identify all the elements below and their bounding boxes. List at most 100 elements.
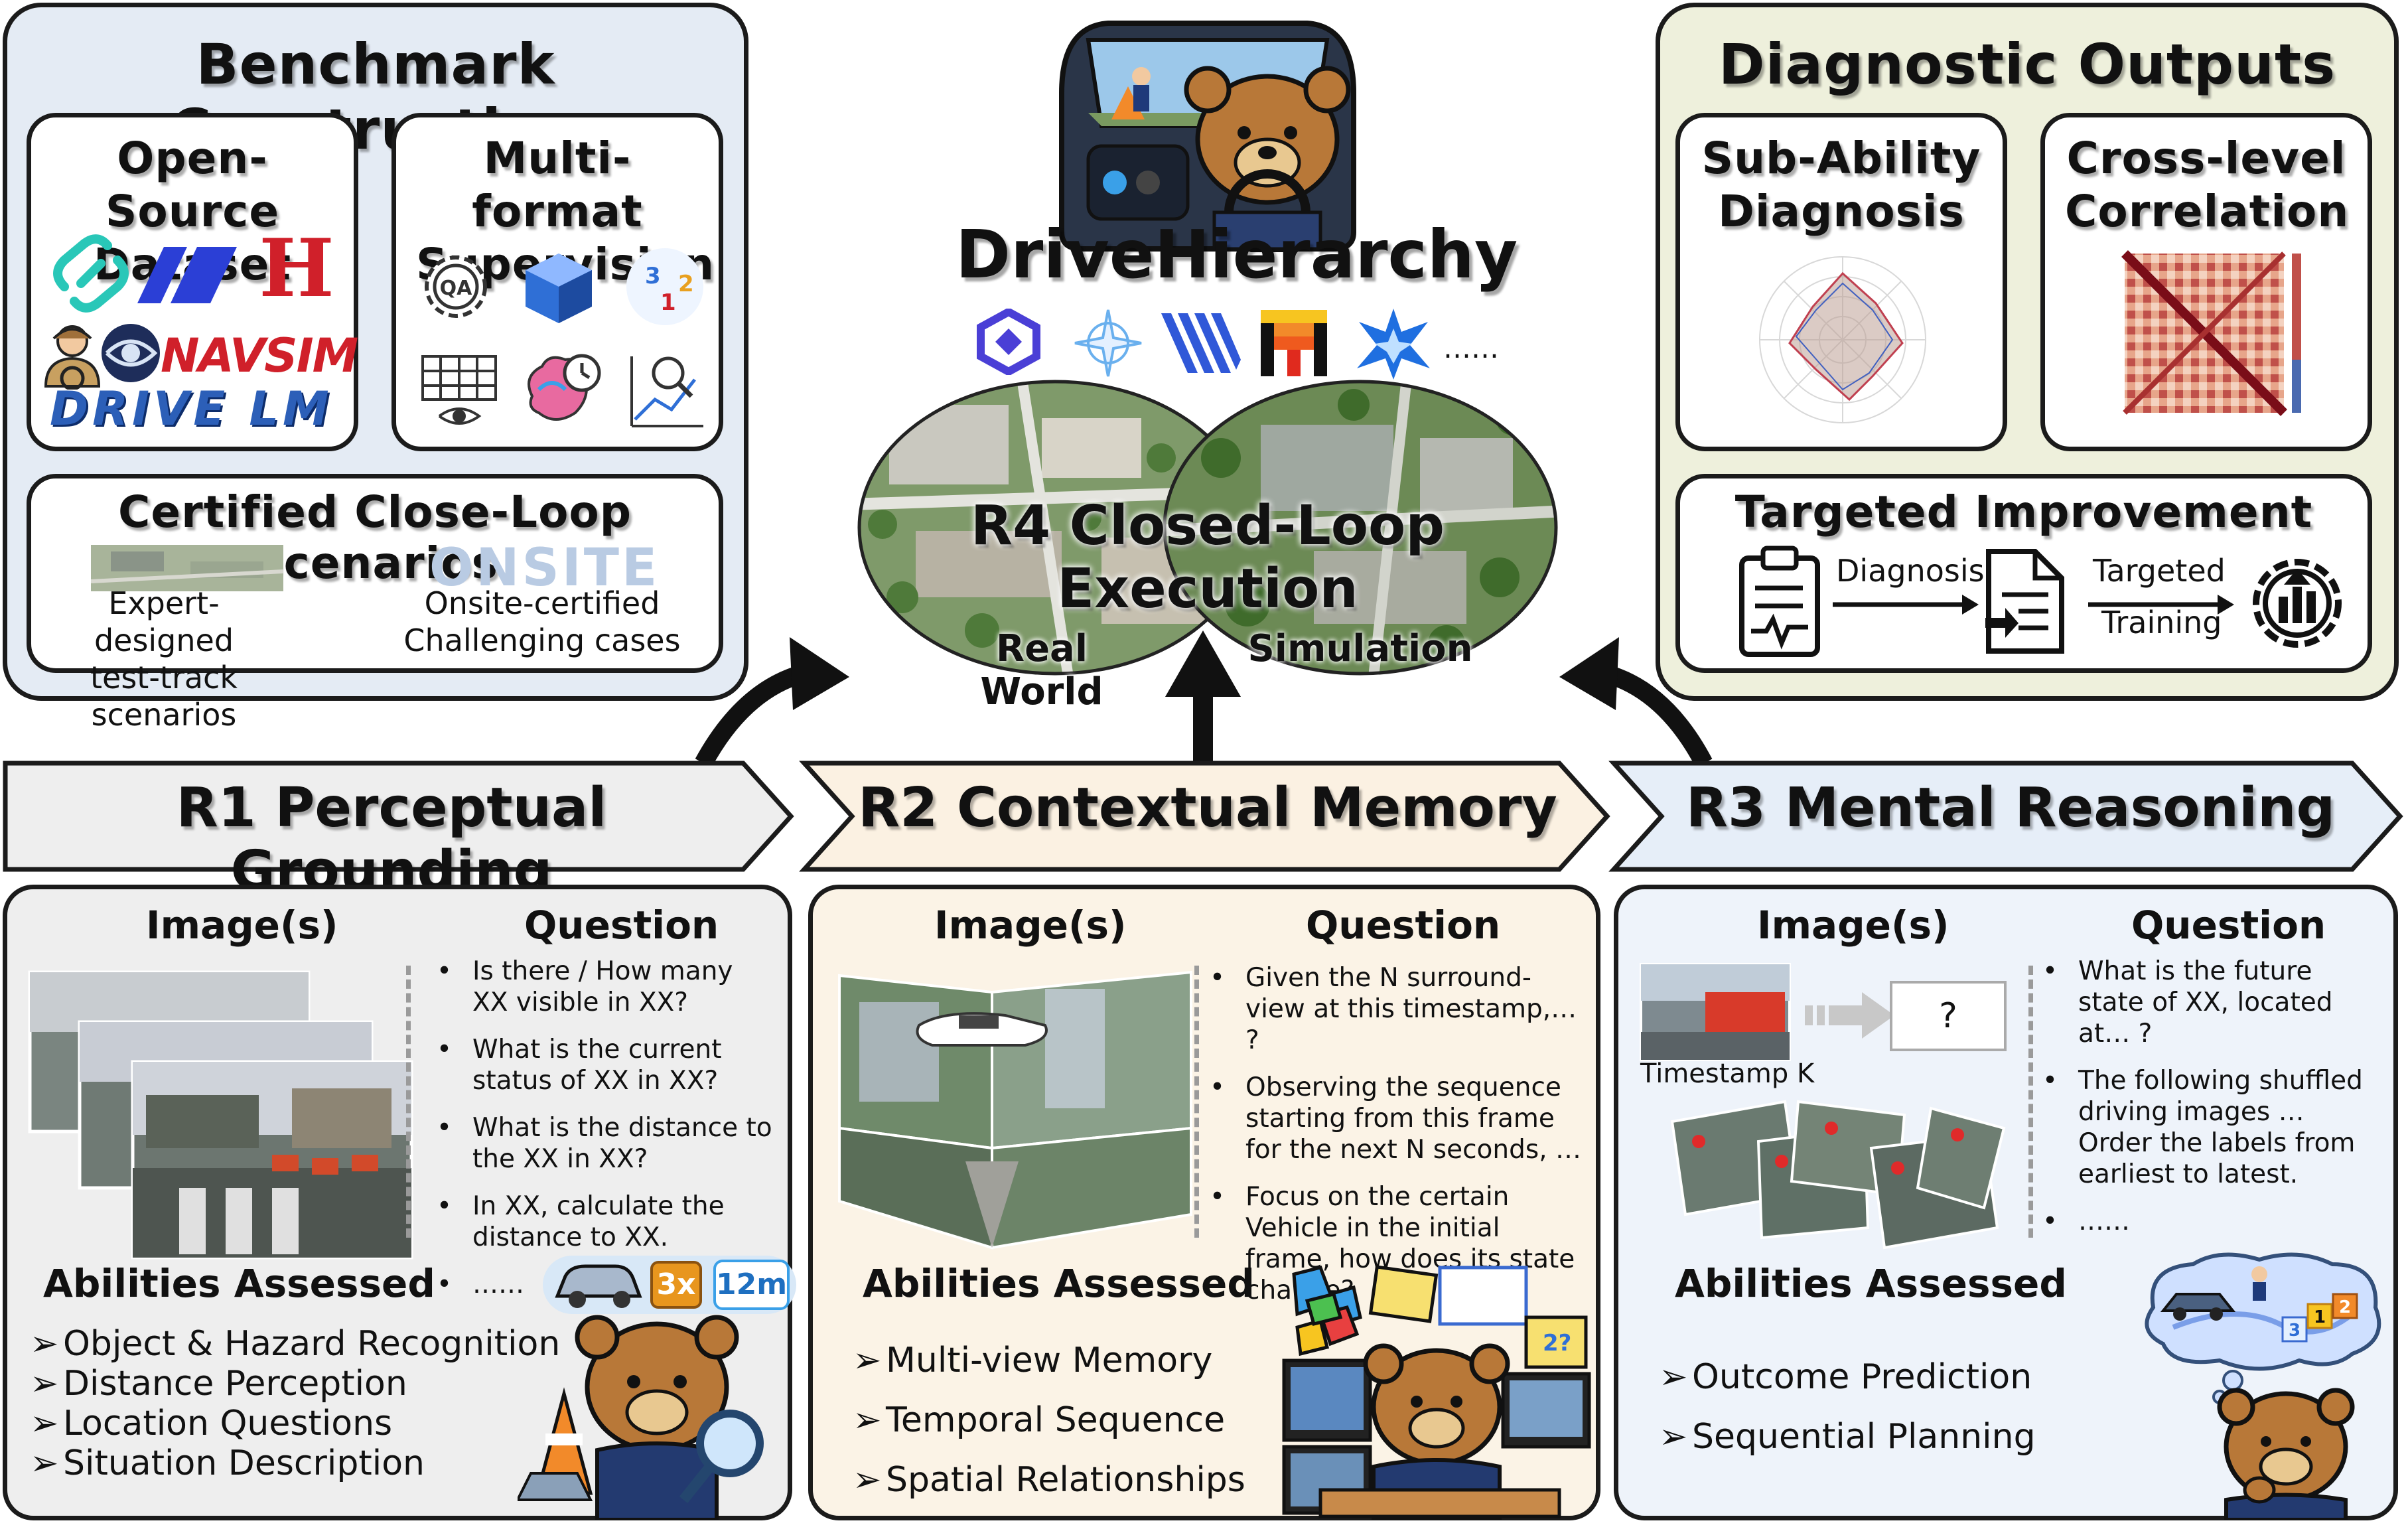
cross-level-title: Cross-level Correlation: [2065, 133, 2350, 237]
r1-ability-item: ➢Situation Description: [30, 1443, 425, 1483]
r2-question-header: Question: [1306, 903, 1501, 948]
r3-ability-label: Sequential Planning: [1692, 1417, 2036, 1457]
onsite-logo: ONSITE: [429, 538, 660, 598]
r3-timestamp-label: Timestamp K: [1640, 1059, 1815, 1089]
model-logo-mistral-icon: [1261, 310, 1327, 376]
model-logo-stripes-icon: [1161, 313, 1241, 373]
training-label: Training: [2101, 605, 2222, 640]
r1-ability-label: Location Questions: [63, 1404, 393, 1443]
stripes-logo-icon: [137, 247, 237, 303]
r1-divider: [406, 966, 411, 1238]
r3-question-item: ……: [2037, 1206, 2382, 1237]
r3-unknown-future-box: ?: [1890, 981, 2007, 1051]
h-logo: H: [259, 222, 334, 315]
targeted-label: Targeted: [2093, 553, 2226, 589]
drivehierarchy-title: DriveHierarchy: [956, 216, 1518, 293]
thought-num-3: 3: [2289, 1321, 2301, 1341]
close-loop-right-caption: Onsite-certified Challenging cases: [403, 585, 681, 658]
r2-ability-item: ➢Spatial Relationships: [853, 1460, 1245, 1500]
thought-num-1: 1: [2314, 1307, 2326, 1327]
r1-question-item: Is there / How many XX visible in XX?: [431, 956, 776, 1018]
chart-magnifier-icon: [630, 356, 703, 427]
r1-question-item: What is the current status of XX in XX?: [431, 1034, 776, 1096]
num-2: 2: [678, 271, 694, 297]
bear-thinking-illustration: 3 1 2: [2145, 1252, 2381, 1520]
r3-shuffled-images: [1670, 1100, 2006, 1250]
drivelm-logo-text: DRIVE LM: [50, 382, 333, 436]
simulation-label: Simulation: [1247, 627, 1473, 670]
r3-ability-item: ➢Sequential Planning: [1659, 1417, 2036, 1457]
r2-ability-item: ➢Multi-view Memory: [853, 1341, 1213, 1380]
sticky-label: 2?: [1543, 1330, 1571, 1356]
model-logo-burst-icon: [1357, 309, 1430, 380]
r2-surround-view-cube: [838, 970, 1192, 1250]
r1-question-item: In XX, calculate the distance to XX.: [431, 1191, 776, 1253]
r1-ability-label: Situation Description: [63, 1443, 425, 1483]
r3-question-item: The following shuffled driving images … …: [2037, 1065, 2382, 1190]
r2-abilities-header: Abilities Assessed: [863, 1261, 1255, 1306]
r1-ability-label: Distance Perception: [63, 1364, 407, 1404]
model-logo-qwen-icon: [977, 309, 1040, 375]
r2-divider: [1194, 966, 1199, 1238]
r1-banner-label: R1 Perceptual Grounding: [176, 776, 607, 903]
r1-banner: [3, 761, 794, 872]
navsim-logo-text: NAVSIM: [161, 329, 358, 383]
sub-ability-title: Sub-Ability Diagnosis: [1701, 133, 1981, 237]
r3-images-header: Image(s): [1757, 903, 1949, 948]
diagnosis-arrow-icon: [1833, 595, 1979, 615]
diagnostic-title: Diagnostic Outputs: [1718, 32, 2336, 97]
bear-monitors-illustration: 2?: [1282, 1265, 1591, 1520]
r2-ability-label: Spatial Relationships: [886, 1460, 1245, 1500]
chain-link-logo-icon: [53, 234, 129, 313]
r2-banner-label: R2 Contextual Memory: [858, 776, 1557, 840]
test-track-aerial-image: [91, 545, 283, 591]
radar-chart-thumbnail: [1759, 256, 1926, 423]
r1-images-header: Image(s): [146, 903, 338, 948]
cross-level-correlation-box: Cross-level Correlation: [2040, 113, 2372, 451]
r3-question-header: Question: [2131, 903, 2326, 948]
real-world-label: Real World: [980, 627, 1103, 713]
r2-ability-label: Multi-view Memory: [886, 1341, 1213, 1380]
curved-arrows: [695, 630, 1713, 768]
close-loop-left-caption: Expert-designed test-track scenarios: [90, 585, 238, 733]
numbers-icon: 3 1 2: [626, 248, 703, 325]
r2-banner: [799, 761, 1610, 872]
r2-ability-label: Temporal Sequence: [886, 1400, 1226, 1440]
r3-timestamp-image: [1640, 963, 1791, 1061]
sub-ability-diagnosis-box: Sub-Ability Diagnosis: [1675, 113, 2007, 451]
closed-loop-globes-illustration: [857, 380, 1558, 676]
r3-banner-label: R3 Mental Reasoning: [1685, 776, 2336, 840]
thought-num-2: 2: [2339, 1297, 2351, 1317]
grid-eye-icon: [421, 355, 497, 425]
r3-forward-arrow-icon: [1805, 992, 1894, 1039]
r4-closed-loop-label: R4 Closed-Loop Execution: [970, 494, 1445, 621]
car-icon: [555, 1264, 642, 1308]
r1-question-item: What is the distance to the XX in XX?: [431, 1112, 776, 1175]
num-1: 1: [660, 289, 676, 316]
correlation-heatmap-thumbnail: [2121, 250, 2301, 416]
r3-abilities-header: Abilities Assessed: [1675, 1261, 2067, 1306]
bear-magnifier-illustration: [518, 1315, 764, 1520]
count-badge: 3x: [650, 1261, 702, 1309]
r1-ability-item: ➢Distance Perception: [30, 1364, 407, 1404]
r1-stacked-street-images: [28, 970, 413, 1260]
r1-question-list: Is there / How many XX visible in XX? Wh…: [431, 956, 776, 1316]
targeted-improvement-title: Targeted Improvement: [1735, 486, 2313, 538]
num-3: 3: [645, 263, 661, 289]
r2-question-item: Given the N surround-view at this timest…: [1204, 962, 1589, 1056]
open-source-dataset-box: Open-Source Dataset H NAVSIM DRIVE LM: [27, 113, 358, 451]
qa-label: QA: [440, 277, 473, 300]
r1-ability-item: ➢Object & Hazard Recognition: [30, 1324, 561, 1364]
r2-images-header: Image(s): [934, 903, 1127, 948]
r3-banner: [1608, 761, 2403, 872]
model-logo-star-icon: [1074, 309, 1142, 377]
r1-ability-label: Object & Hazard Recognition: [63, 1324, 561, 1364]
cube-icon: [526, 254, 592, 323]
driver-person-icon: [44, 325, 101, 390]
r3-question-item: What is the future state of XX, located …: [2037, 956, 2382, 1049]
r2-question-item: Observing the sequence starting from thi…: [1204, 1072, 1589, 1165]
navsim-logo-icon: [102, 324, 160, 382]
r1-question-header: Question: [524, 903, 719, 948]
r3-ability-label: Outcome Prediction: [1692, 1357, 2032, 1397]
bear-driving-car-illustration: [1059, 21, 1356, 252]
